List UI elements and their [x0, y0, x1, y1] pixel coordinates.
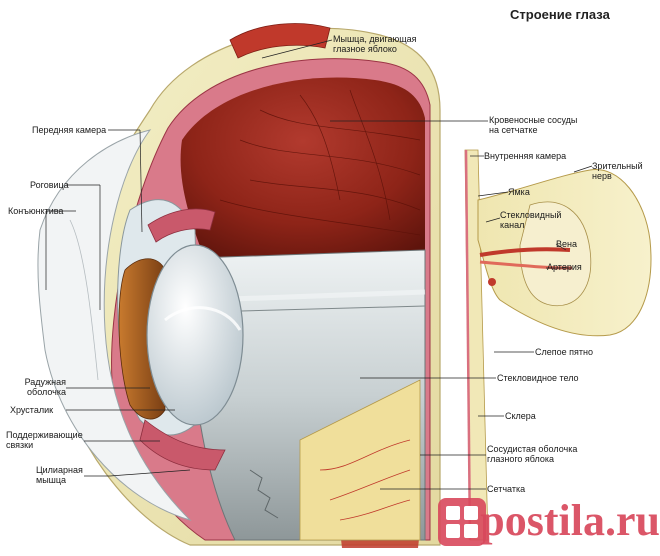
label-optic-nerve: Зрительный нерв: [592, 161, 643, 181]
label-vessels: Кровеносные сосуды на сетчатке: [489, 115, 578, 135]
label-vitreous-canal: Стекловидный канал: [500, 210, 562, 230]
label-muscle: Мышца, двигающая глазное яблоко: [333, 34, 417, 54]
watermark-logo: [438, 498, 486, 546]
label-cornea: Роговица: [30, 180, 69, 190]
label-retina: Сетчатка: [487, 484, 526, 494]
label-ciliary-muscle: Цилиарная мышца: [36, 465, 83, 485]
label-conjunctiva: Конъюнктива: [8, 206, 64, 216]
conjunctiva: [37, 129, 192, 522]
label-sclera: Склера: [505, 411, 536, 421]
label-fovea: Ямка: [508, 187, 530, 197]
watermark-text: postila.ru: [480, 495, 660, 545]
ciliary-muscle-top: [147, 208, 216, 243]
label-inner-chamber: Внутренняя камера: [484, 151, 567, 161]
watermark-logo-icon: [438, 495, 478, 545]
inner-chamber: [180, 77, 425, 260]
vein: [479, 247, 571, 257]
label-ligaments: Поддерживающие связки: [6, 430, 83, 450]
ciliary-muscle: [139, 419, 226, 471]
leader-lines: [45, 39, 593, 490]
label-anterior-chamber: Передняя камера: [32, 125, 107, 135]
label-artery: Артерия: [547, 262, 582, 272]
optic-nerve-cut: [519, 201, 592, 307]
label-iris: Радужная оболочка: [24, 377, 66, 397]
label-vein: Вена: [556, 239, 577, 249]
watermark: postila.ru: [438, 492, 660, 548]
eye-muscle: [229, 23, 331, 59]
label-vitreous-body: Стекловидное тело: [497, 373, 579, 383]
diagram-title: Строение глаза: [510, 7, 610, 22]
retinal-vessels: [219, 89, 421, 236]
label-blind-spot: Слепое пятно: [535, 347, 593, 357]
label-choroid: Сосудистая оболочка глазного яблока: [487, 444, 578, 464]
label-lens: Хрусталик: [10, 405, 54, 415]
retina-vessels: [319, 439, 411, 521]
lens: [146, 244, 244, 426]
